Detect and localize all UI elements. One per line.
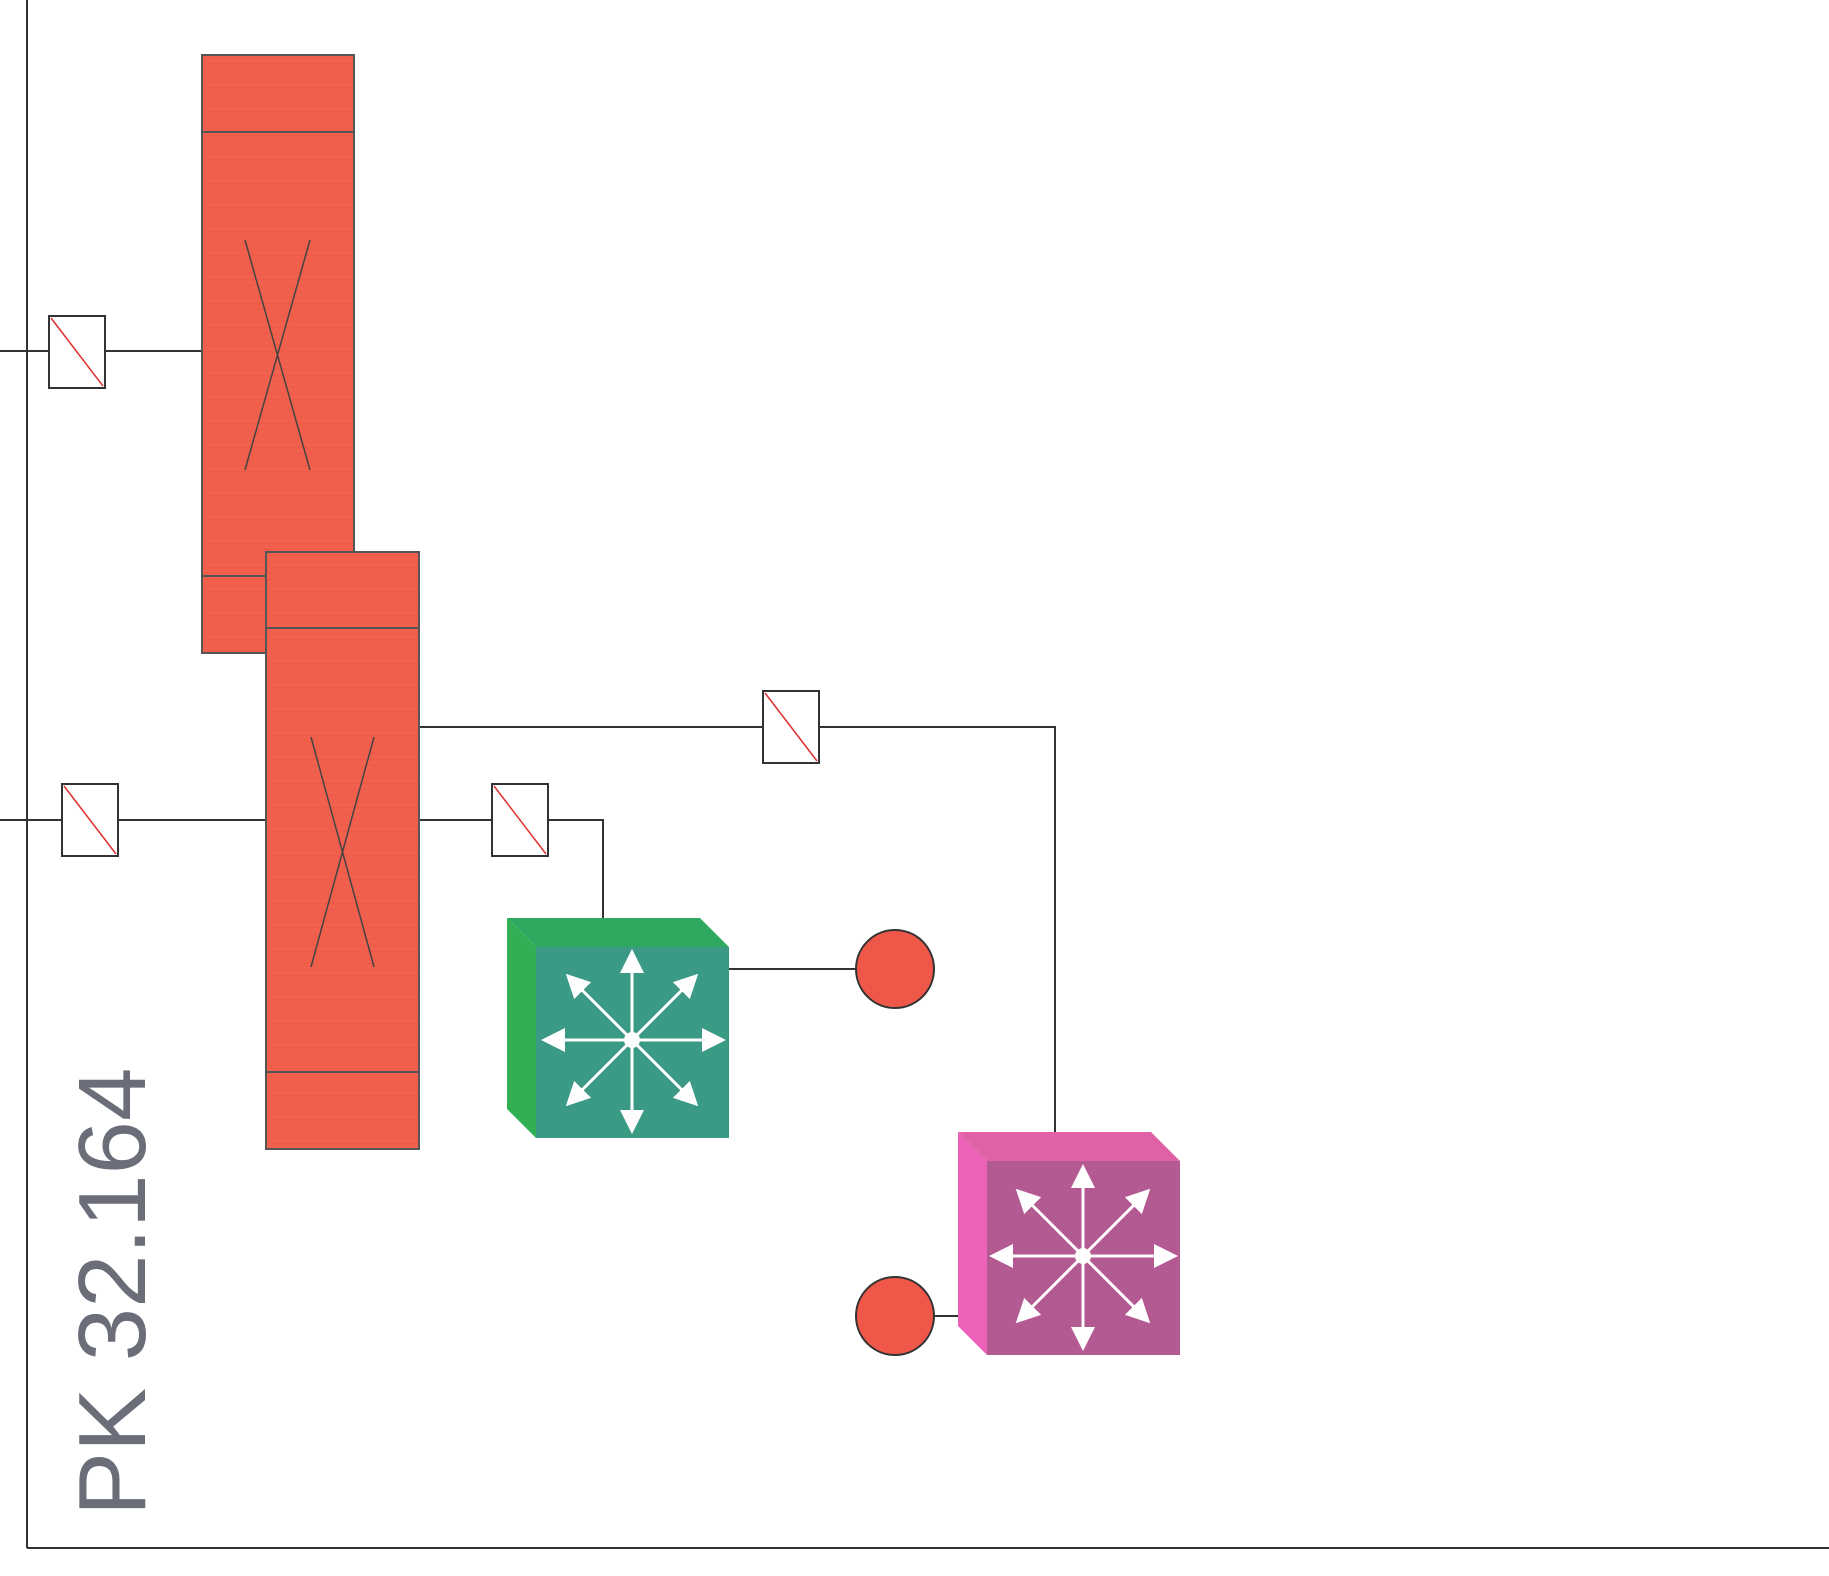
endpoint-circle-icon — [855, 929, 935, 1009]
multilayer-switch-icon — [989, 1164, 1178, 1351]
endpoint-circle-icon — [855, 1276, 935, 1356]
page-border — [26, 0, 1829, 1549]
link-lower-rack-pink-switch — [419, 726, 1056, 1132]
rack-lower — [265, 551, 420, 1150]
converter-box-icon — [762, 690, 820, 764]
switch-green — [507, 918, 729, 1138]
multilayer-switch-icon — [541, 949, 726, 1134]
crossed-cabinet-icon — [244, 239, 311, 471]
link-lower-rack-green-switch — [419, 819, 604, 918]
switch-pink — [958, 1132, 1180, 1355]
converter-box-icon — [61, 783, 119, 857]
drawing-code-label: PK 32.164 — [59, 1068, 166, 1516]
converter-box-icon — [48, 315, 106, 389]
converter-box-icon — [491, 783, 549, 857]
crossed-cabinet-icon — [310, 736, 375, 968]
